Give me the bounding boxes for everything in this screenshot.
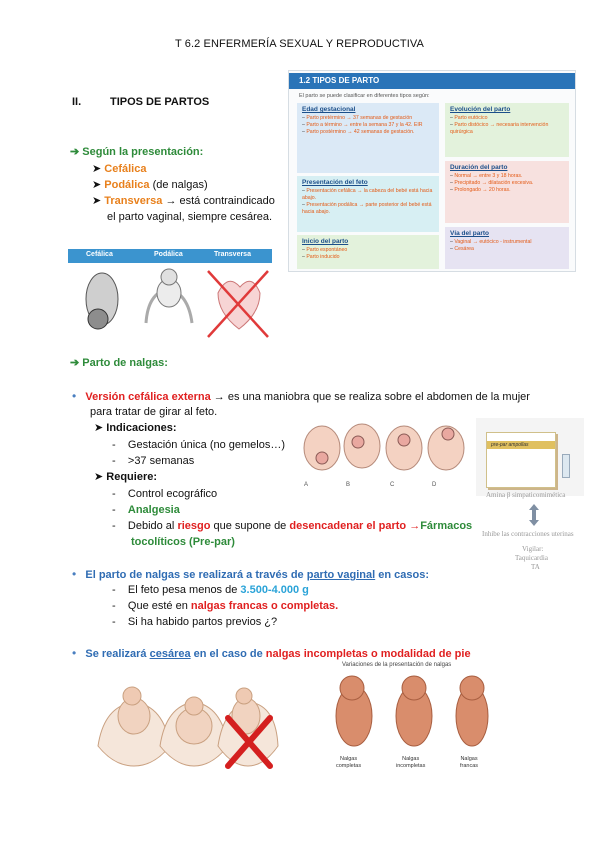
- table-title: 1.2 TIPOS DE PARTO: [289, 73, 575, 89]
- label-cefalica: Cefálica: [86, 251, 113, 258]
- arrowhead-bullet-icon: ➤: [92, 163, 102, 175]
- red-cross-icon: [225, 715, 273, 769]
- svg-text:B: B: [346, 482, 350, 488]
- bullet-icon: •: [72, 389, 77, 403]
- box-inicio-parto: Inicio del parto Parto espontáneo Parto …: [297, 235, 439, 269]
- list-item: ➤ Transversa → está contraindicado: [92, 195, 275, 207]
- presentacion-heading: ➔ Según la presentación:: [70, 146, 204, 158]
- list-item: - Si ha habido partos previos ¿?: [112, 616, 278, 628]
- arrow-right-icon: ➔: [70, 357, 80, 369]
- drug-image: pre-par ampollas: [476, 418, 584, 496]
- bullet-icon: •: [72, 646, 77, 660]
- breech-types-illustration: [97, 686, 279, 769]
- label-podalica: Podálica: [154, 251, 183, 258]
- arrow-right-icon: ➔: [70, 146, 80, 158]
- fetus-presentation-illustration: [85, 268, 269, 338]
- tipos-parto-table: 1.2 TIPOS DE PARTO El parto se puede cla…: [288, 70, 576, 272]
- ampoule-icon: [562, 454, 570, 478]
- list-item: - Gestación única (no gemelos…): [112, 439, 286, 451]
- ta-text: TA: [531, 563, 540, 571]
- version-cefalica-cont: para tratar de girar al feto.: [90, 406, 218, 418]
- figure-title: Variaciones de la presentación de nalgas: [342, 662, 452, 668]
- list-item: - El feto pesa menos de 3.500-4.000 g: [112, 584, 309, 596]
- list-item: - Que esté en nalgas francas o completas…: [112, 600, 339, 612]
- arrowhead-bullet-icon: ➤: [94, 422, 104, 434]
- fetus-variations-illustration: [335, 675, 489, 747]
- box-presentacion-feto: Presentación del feto Presentación cefál…: [297, 176, 439, 232]
- document-title: T 6.2 ENFERMERÍA SEXUAL Y REPRODUCTIVA: [175, 38, 424, 50]
- inhibe-text: Inhibe las contracciones uterinas: [482, 530, 574, 538]
- nalgas-heading: ➔ Parto de nalgas:: [70, 357, 168, 369]
- box-evolucion-parto: Evolución del parto Parto eutócico Parto…: [445, 103, 569, 157]
- list-item-continuation: tocolíticos (Pre-par): [131, 536, 235, 548]
- drug-box-label: pre-par ampollas: [491, 442, 529, 448]
- svg-text:D: D: [432, 482, 437, 488]
- list-item: - Control ecográfico: [112, 488, 218, 500]
- version-cefalica-item: • Versión cefálica externa → es una mani…: [72, 389, 530, 403]
- vigilar-text: Vigilar:: [522, 545, 544, 553]
- svg-text:C: C: [390, 482, 395, 488]
- box-via-parto: Vía del parto Vaginal → eutócico - instr…: [445, 227, 569, 269]
- section-title: TIPOS DE PARTOS: [110, 96, 210, 108]
- list-item: ➤ Podálica (de nalgas): [92, 179, 208, 191]
- section-number: II.: [72, 96, 82, 108]
- table-intro: El parto se puede clasificar en diferent…: [299, 93, 430, 99]
- label-transversa: Transversa: [214, 251, 251, 258]
- presentation-image: Cefálica Podálica Transversa: [68, 249, 272, 341]
- box-edad-gestacional: Edad gestacional Parto pretérmino → 37 s…: [297, 103, 439, 173]
- variaciones-figure: Variaciones de la presentación de nalgas…: [316, 662, 506, 778]
- cesarea-item: • Se realizará cesárea en el caso de nal…: [72, 646, 471, 660]
- list-item: - Debido al riesgo que supone de desenca…: [112, 520, 473, 532]
- list-item: - >37 semanas: [112, 455, 195, 467]
- list-item: - Analgesia: [112, 504, 180, 516]
- amina-text: Amina β simpaticomimética: [486, 491, 566, 499]
- vaginal-heading: • El parto de nalgas se realizará a trav…: [72, 567, 429, 581]
- list-item: ➤ Cefálica: [92, 163, 147, 175]
- arrowhead-bullet-icon: ➤: [92, 195, 102, 207]
- indicaciones-label: ➤ Indicaciones:: [94, 422, 177, 434]
- section-heading: II. TIPOS DE PARTOS: [72, 96, 209, 108]
- svg-text:A: A: [304, 482, 308, 488]
- box-duracion-parto: Duración del parto Normal → entre 3 y 18…: [445, 161, 569, 223]
- arrowhead-bullet-icon: ➤: [94, 471, 104, 483]
- version-maneuver-illustration: A B C D: [303, 423, 465, 488]
- arrowhead-bullet-icon: ➤: [92, 179, 102, 191]
- double-arrow-icon: [529, 504, 539, 526]
- taquicardia-text: Taquicardia: [515, 554, 548, 562]
- list-item-continuation: el parto vaginal, siempre cesárea.: [107, 211, 273, 223]
- requiere-label: ➤ Requiere:: [94, 471, 158, 483]
- bullet-icon: •: [72, 567, 77, 581]
